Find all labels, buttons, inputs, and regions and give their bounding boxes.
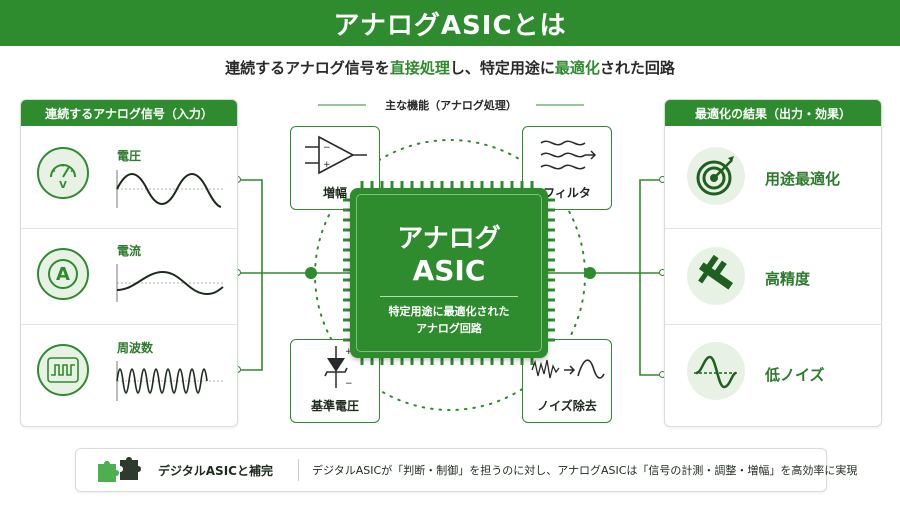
chip-caption-line2: アナログ回路	[416, 322, 482, 335]
current-waveform	[116, 264, 224, 302]
puzzle-icon	[98, 457, 141, 482]
square-wave-icon	[37, 344, 89, 396]
left-bracket	[240, 179, 263, 371]
title-bar: アナログASICとは	[0, 0, 900, 46]
subtitle-part1: 連続するアナログ信号を	[225, 59, 390, 77]
function-label-noise: ノイズ除去	[537, 399, 597, 413]
chip-title-line1: アナログ	[397, 224, 501, 254]
clean-wave-icon	[687, 342, 745, 400]
ammeter-letter: A	[56, 263, 70, 285]
footer-text: デジタルASICが「判断・制御」を担うのに対し、アナログASICは「信号の計測・…	[312, 464, 858, 477]
result-label-low-noise: 低ノイズ	[765, 366, 825, 384]
subtitle-highlight-direct: 直接処理	[389, 59, 450, 77]
row-divider	[665, 324, 881, 325]
page-title: アナログASICとは	[333, 10, 567, 41]
svg-text:−: −	[323, 143, 331, 153]
svg-text:+: +	[323, 160, 331, 170]
function-label-reference: 基準電圧	[310, 399, 359, 413]
ammeter-ring: A	[48, 259, 78, 289]
zener-diode-icon: + −	[324, 346, 353, 389]
svg-text:+: +	[345, 347, 353, 357]
chip-title-line2: ASIC	[412, 254, 486, 287]
left-node	[305, 267, 317, 279]
row-divider	[21, 228, 237, 229]
analog-asic-chip: アナログ ASIC 特定用途に最適化された アナログ回路	[350, 188, 548, 358]
footer-divider	[298, 459, 299, 481]
result-label-optimization: 用途最適化	[765, 170, 841, 188]
voltage-waveform	[116, 170, 223, 208]
target-icon	[687, 147, 745, 205]
subtitle-part3: された回路	[599, 59, 675, 77]
frequency-waveform	[116, 361, 223, 401]
voltmeter-icon: V	[37, 147, 89, 199]
signal-label-frequency: 周波数	[117, 341, 154, 355]
function-label-filter: フィルタ	[543, 186, 591, 200]
subtitle: 連続するアナログ信号を直接処理し、特定用途に最適化された回路	[0, 57, 900, 78]
chip-divider	[380, 296, 518, 297]
right-node	[584, 267, 596, 279]
subtitle-highlight-optimize: 最適化	[554, 59, 600, 77]
caliper-icon	[687, 247, 745, 305]
chip-inner-frame	[356, 194, 542, 352]
chip-caption-line1: 特定用途に最適化された	[388, 305, 510, 318]
functions-section-label: 主な機能（アナログ処理）	[385, 99, 517, 112]
row-divider	[21, 324, 237, 325]
input-panel-title: 連続するアナログ信号（入力）	[21, 100, 237, 126]
amplifier-icon: − +	[305, 135, 367, 175]
subtitle-part2: し、特定用途に	[449, 59, 555, 77]
footer-bar: デジタルASICと補完 デジタルASICが「判断・制御」を担うのに対し、アナログ…	[75, 448, 857, 492]
signal-label-current: 電流	[117, 244, 142, 258]
function-label-amplify: 増幅	[322, 186, 347, 200]
result-panel-title: 最適化の結果（出力・効果）	[665, 100, 881, 126]
function-box-noise: ノイズ除去	[522, 339, 612, 423]
filter-icon	[540, 140, 597, 170]
input-panel: 連続するアナログ信号（入力） V 電圧 A 電流	[20, 99, 238, 427]
footer-label: デジタルASICと補完	[158, 464, 273, 478]
noise-removal-icon	[531, 359, 605, 379]
row-divider	[665, 228, 881, 229]
result-label-precision: 高精度	[765, 270, 811, 288]
result-panel: 最適化の結果（出力・効果） 用途最適化 高精度 低ノイズ	[664, 99, 882, 427]
ammeter-icon: A	[37, 248, 89, 300]
voltmeter-letter: V	[59, 180, 67, 191]
svg-text:−: −	[345, 379, 353, 389]
signal-label-voltage: 電圧	[117, 149, 142, 163]
right-bracket	[639, 179, 662, 376]
